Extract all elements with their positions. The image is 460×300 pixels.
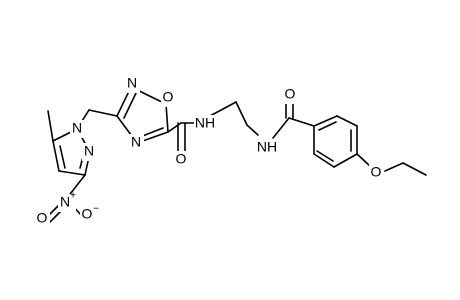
- pyrazole-n1-label: N: [72, 120, 82, 136]
- bond-pyrazole-c4-c3: [58, 170, 86, 176]
- nitro-n-charge: +: [70, 191, 76, 202]
- bond-phenyl-c4-c5: [333, 153, 358, 168]
- amide1-nh-bg: [194, 115, 216, 133]
- bond-phenyl-c1-c2: [313, 115, 338, 127]
- oxadiazole-n2-bg: [125, 75, 140, 93]
- bond-phenyl-c5-c6: [313, 153, 335, 168]
- ether-o-bg: [369, 164, 384, 182]
- bond-carbonyl-to-phenyl: [288, 117, 315, 127]
- oxadiazole-n4-bg: [129, 134, 144, 152]
- bond-phenyl-to-ether-o: [356, 153, 372, 168]
- bond-oxadiazole-n2-c3-double: [123, 90, 138, 119]
- nitro-n-label: N: [60, 194, 70, 210]
- bond-oxadiazole-c5-o1: [165, 103, 169, 133]
- pyrazole-n1-bg: [70, 120, 85, 138]
- bond-phenyl-inner-c: [316, 150, 334, 162]
- amide2-o-bg: [283, 86, 298, 104]
- amide2-nh-bg: [256, 139, 278, 157]
- amide2-nh-label: NH: [257, 139, 277, 155]
- atom-layer: O N N N N N + O O − NH O NH O: [35, 75, 384, 228]
- bond-ch2-to-oxadiazole: [88, 109, 118, 117]
- bond-ch2-to-ch3: [402, 162, 427, 176]
- bond-ether-o-to-ch2: [384, 162, 404, 172]
- bond-nh-to-benzoyl-carbonyl: [272, 117, 290, 139]
- oxadiazole-n2-label: N: [127, 75, 137, 91]
- bond-ch2-to-nh: [246, 124, 259, 136]
- bond-phenyl-c2-c3: [336, 115, 358, 127]
- bond-oxadiazole-to-carbonyl: [167, 122, 182, 133]
- nitro-o-single-bg: [80, 205, 98, 223]
- nitro-o-double-bg: [35, 210, 50, 228]
- amide1-o-bg: [174, 151, 189, 169]
- oxadiazole-o-bg: [161, 89, 176, 107]
- pyrazole-n2-bg: [82, 143, 97, 161]
- bond-layer: [45, 86, 427, 223]
- bond-pyrazole-c5-c4: [52, 140, 60, 172]
- bond-phenyl-inner-a: [318, 121, 337, 131]
- nitro-o-single-charge: −: [93, 204, 99, 215]
- bond-ch2-to-ch2: [235, 101, 248, 126]
- amide1-o-label: O: [176, 151, 187, 167]
- nitro-o-double-label: O: [37, 210, 48, 226]
- bond-pyrazole-c5-c4-double: [59, 145, 66, 169]
- ether-o-label: O: [371, 164, 382, 180]
- pyrazole-n2-label: N: [84, 143, 94, 159]
- amide1-nh-label: NH: [195, 115, 215, 131]
- nitro-n-bg: [58, 194, 76, 212]
- oxadiazole-n4-label: N: [131, 134, 141, 150]
- bond-nh-to-ch2: [209, 101, 237, 117]
- amide2-o-label: O: [285, 86, 296, 102]
- nitro-o-single-label: O: [82, 206, 93, 222]
- bond-pyrazole-methyl: [47, 110, 54, 142]
- oxadiazole-o-label: O: [163, 89, 174, 105]
